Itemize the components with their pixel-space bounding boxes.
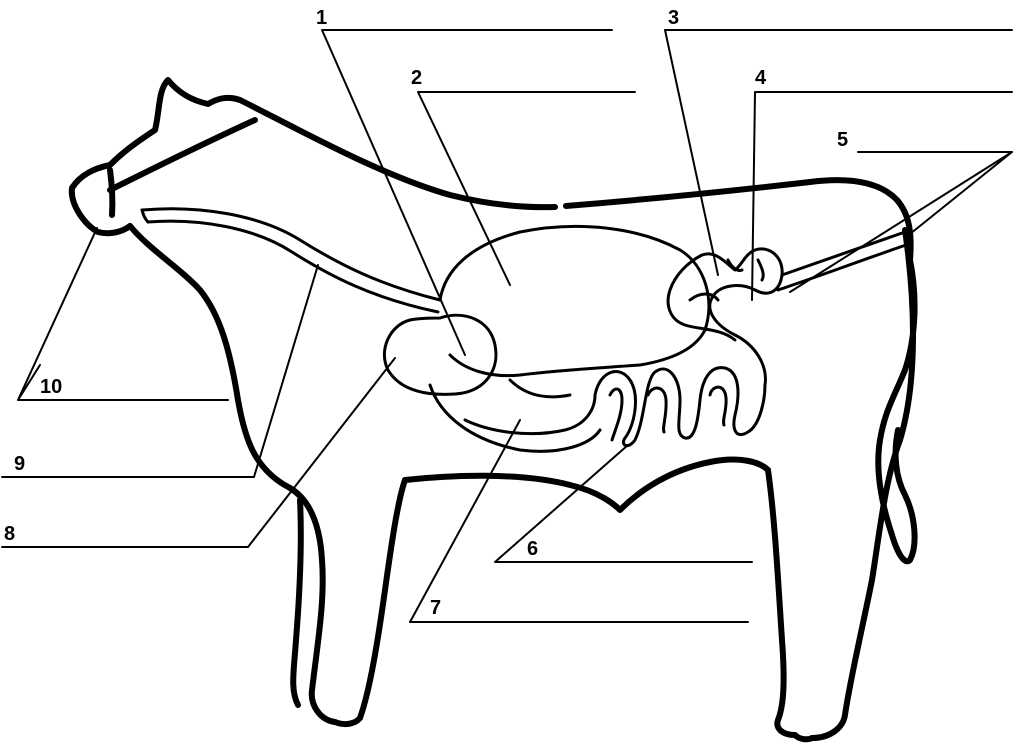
label-4: 4 xyxy=(755,67,767,89)
number-labels: 1 2 3 4 5 6 7 8 9 10 xyxy=(4,7,848,619)
cow-muzzle xyxy=(110,170,112,215)
leader-7 xyxy=(410,420,748,622)
label-6: 6 xyxy=(527,538,538,560)
leader-lines xyxy=(2,30,1012,622)
label-1: 1 xyxy=(316,7,327,29)
label-10: 10 xyxy=(40,376,62,398)
leader-10 xyxy=(18,228,228,400)
label-8: 8 xyxy=(4,523,15,545)
label-5: 5 xyxy=(837,129,848,151)
reticulum xyxy=(384,315,496,394)
cow-belly xyxy=(405,460,768,510)
cow-front-leg-outer-b xyxy=(293,500,301,705)
label-2: 2 xyxy=(411,67,422,89)
leader-9 xyxy=(2,265,318,477)
colon xyxy=(668,249,782,385)
cow-throat xyxy=(130,226,290,488)
label-3: 3 xyxy=(668,7,679,29)
label-9: 9 xyxy=(14,453,25,475)
digestive-system xyxy=(142,209,906,452)
esophagus-tip xyxy=(142,210,148,222)
cow-halter xyxy=(110,120,255,190)
cow-hind-leg-front xyxy=(768,470,795,735)
leader-5 xyxy=(790,152,1012,292)
leader-2 xyxy=(418,92,635,285)
rectum-lower xyxy=(778,245,906,290)
stomach-fold xyxy=(510,380,570,397)
cow-hind-hoof xyxy=(795,735,812,739)
cow-body xyxy=(72,80,915,739)
cow-front-leg-inner xyxy=(360,480,405,718)
leader-4 xyxy=(752,92,1012,300)
abomasum xyxy=(465,395,595,434)
label-7: 7 xyxy=(430,597,441,619)
cow-front-hoof xyxy=(335,718,360,724)
cow-back-line xyxy=(240,100,555,207)
